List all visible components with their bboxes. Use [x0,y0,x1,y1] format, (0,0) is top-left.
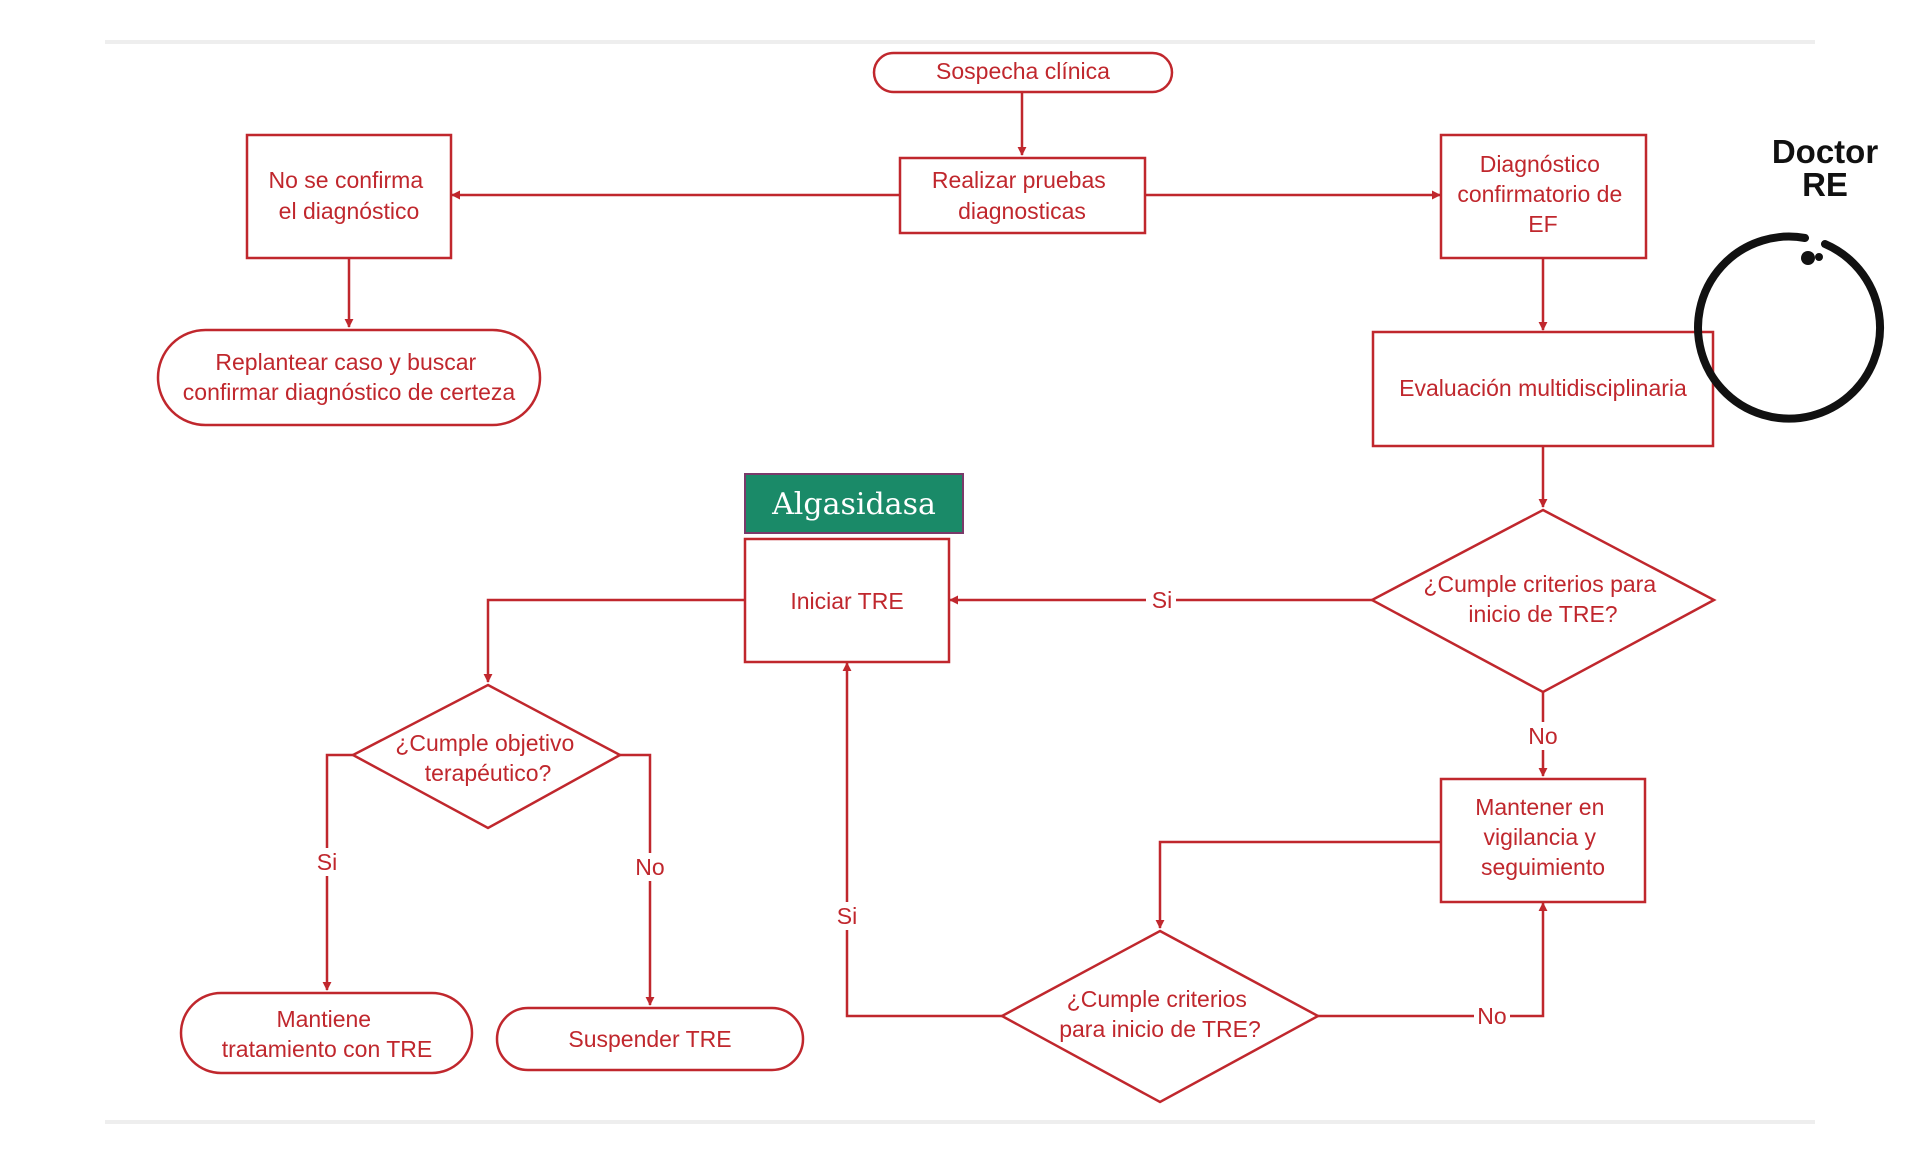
node-criterios1-shape [1369,508,1717,694]
edge-iniciar-objetivo [483,598,745,683]
label-si-criterios1: Si [1152,587,1172,613]
node-replantear-shape [156,328,542,427]
node-evaluacion-label: Evaluación multidisciplinaria [1399,375,1687,401]
node-criterios2-shape [999,929,1321,1104]
node-mantenervig-shape [1439,777,1647,904]
label-si-criterios2: Si [837,903,857,929]
logo-text-doctor: Doctor [1772,133,1878,170]
node-iniciar-shape [743,537,951,664]
doctor-re-logo: Doctor RE [1694,133,1884,423]
label-no-criterios1: No [1528,723,1557,749]
edge-criterios2-mantenervig [1318,902,1548,1018]
label-si-objetivo: Si [317,849,337,875]
edge-mantenervig-criterios2 [1155,840,1440,929]
node-noconfirma-shape [245,133,453,260]
node-suspender-label: Suspender TRE [568,1026,731,1052]
algasidasa-badge: Algasidasa [744,473,964,534]
node-suspender-shape [495,1006,805,1072]
label-no-criterios2: No [1477,1003,1506,1029]
label-no-objetivo: No [635,854,664,880]
node-sospecha-label: Sospecha clínica [936,58,1110,84]
node-criterios2-label: ¿Cumple criterios para inicio de TRE? [1059,986,1261,1042]
edge-objetivo-mantiene [322,753,353,991]
node-mantenervig-label: Mantener en vigilancia y seguimiento [1475,794,1611,880]
node-mantiene-label: Mantiene tratamiento con TRE [222,1006,433,1062]
algasidasa-badge-label: Algasidasa [771,487,936,522]
node-realizar-label: Realizar pruebas diagnosticas [932,167,1112,224]
edge-objetivo-suspender [620,753,655,1006]
node-sospecha-shape [872,51,1174,94]
logo-ring [1694,232,1884,423]
node-mantiene-shape [179,991,474,1075]
node-evaluacion-shape [1371,330,1715,448]
node-criterios1-label: ¿Cumple criterios para inicio de TRE? [1423,571,1662,627]
node-noconfirma-label: No se confirma el diagnóstico [268,167,429,224]
algasidasa-badge-bg [744,473,964,534]
node-replantear-label: Replantear caso y buscar confirmar diagn… [183,349,516,405]
node-iniciar-label: Iniciar TRE [790,588,903,614]
edge-criterios2-iniciar [842,662,1002,1018]
node-diagconf-shape [1439,133,1648,260]
node-objetivo-label: ¿Cumple objetivo terapéutico? [395,730,580,786]
logo-text-re: RE [1802,166,1848,203]
logo-ring-dot-small [1815,253,1823,261]
node-diagconf-label: Diagnóstico confirmatorio de EF [1457,151,1628,237]
node-objetivo-shape [350,683,623,830]
logo-ring-dot [1801,251,1815,265]
node-realizar-shape [898,156,1147,235]
